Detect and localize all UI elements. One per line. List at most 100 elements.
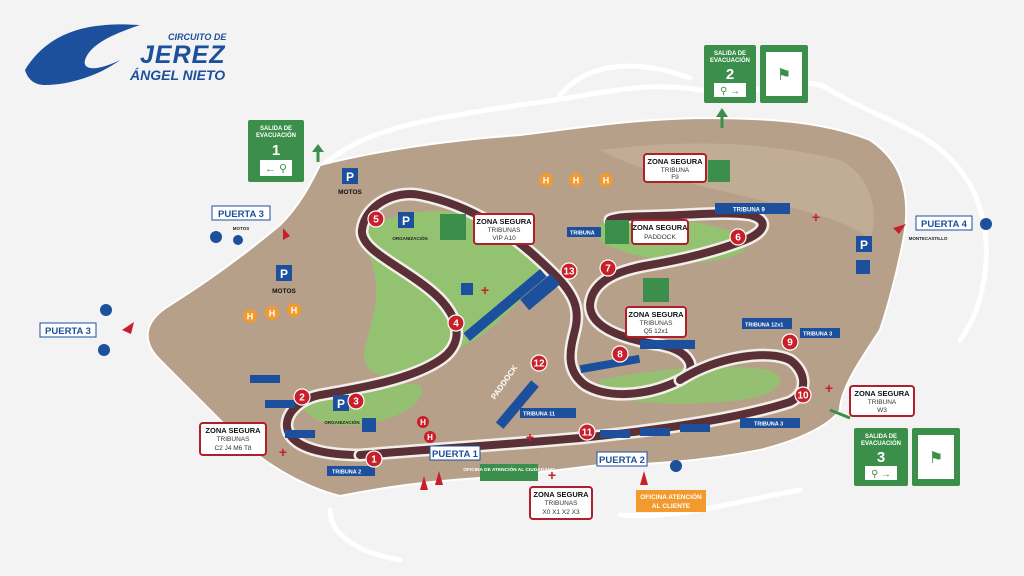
evacuation-exit-3: SALIDA DE EVACUACIÓN 3 ⚲ → ⚑: [854, 428, 960, 486]
corner-marker-8: 8: [611, 345, 629, 363]
svg-text:EVACUACIÓN: EVACUACIÓN: [710, 56, 750, 64]
svg-text:W3: W3: [877, 407, 887, 414]
exit-arrow-icon: ⚲ →: [871, 469, 891, 480]
corner-marker-6: 6: [729, 228, 747, 246]
svg-text:EVACUACIÓN: EVACUACIÓN: [256, 131, 296, 139]
safe-zone-w3: ZONA SEGURA TRIBUNA W3: [849, 385, 915, 417]
gate-3-top[interactable]: PUERTA 3 MOTOS: [210, 205, 271, 245]
svg-text:P: P: [346, 170, 354, 184]
corner-number: 4: [453, 319, 459, 330]
medical-icon: +: [526, 429, 534, 445]
svg-text:H: H: [247, 312, 254, 322]
svg-text:PADDOCK: PADDOCK: [644, 234, 676, 241]
svg-text:PUERTA 1: PUERTA 1: [432, 449, 479, 460]
helipads: H H H H H H H H: [243, 173, 613, 443]
corner-number: 2: [299, 393, 305, 404]
corner-marker-7: 7: [599, 259, 617, 277]
corner-number: 10: [797, 391, 809, 402]
svg-text:TRIBUNAS: TRIBUNAS: [545, 500, 579, 507]
customer-office[interactable]: OFICINA ATENCIÓN AL CLIENTE: [636, 490, 706, 512]
svg-text:3: 3: [877, 449, 885, 466]
helipad-icon: [539, 173, 553, 187]
svg-text:H: H: [291, 306, 298, 316]
corner-number: 11: [582, 428, 593, 439]
parking-icon: [342, 168, 358, 184]
svg-text:TRIBUNA 12x1: TRIBUNA 12x1: [745, 323, 783, 329]
circuit-logo: CIRCUITO DE JEREZ ÁNGEL NIETO: [25, 24, 227, 85]
svg-text:TRIBUNAS: TRIBUNAS: [640, 320, 674, 327]
gate-3-left[interactable]: PUERTA 3: [39, 304, 112, 356]
corner-number: 3: [353, 397, 359, 408]
medical-icon: +: [279, 444, 287, 460]
safe-zone-q5: ZONA SEGURA TRIBUNAS Q5 12x1: [625, 278, 687, 338]
parking-icon: [333, 395, 349, 411]
svg-text:ORGANIZACIÓN: ORGANIZACIÓN: [324, 418, 359, 425]
corner-number: 5: [373, 215, 379, 226]
infield-grass: [360, 211, 546, 377]
exit-arrow-icon: ⚲ →: [720, 86, 740, 97]
exit-3-arrow: [829, 408, 851, 420]
svg-text:H: H: [269, 309, 276, 319]
svg-text:AL CLIENTE: AL CLIENTE: [652, 503, 691, 510]
svg-text:PUERTA 3: PUERTA 3: [218, 209, 264, 220]
svg-text:ZONA SEGURA: ZONA SEGURA: [533, 490, 589, 499]
svg-text:TRIBUNA 11: TRIBUNA 11: [523, 412, 555, 418]
grandstand-paddock: TRIBUNA: [567, 227, 601, 237]
svg-text:F9: F9: [671, 174, 679, 181]
gate-1[interactable]: PUERTA 1: [429, 445, 481, 461]
corner-marker-5: 5: [367, 210, 385, 228]
evacuation-exit-1: SALIDA DE EVACUACIÓN 1 ← ⚲: [248, 120, 304, 182]
bus-icon: [670, 460, 682, 472]
svg-text:ZONA SEGURA: ZONA SEGURA: [628, 310, 684, 319]
accessibility-icon: [362, 418, 376, 432]
safe-zone-f9: ZONA SEGURA TRIBUNA F9: [643, 153, 730, 183]
helipad-icon: [569, 173, 583, 187]
svg-text:ZONA SEGURA: ZONA SEGURA: [632, 223, 688, 232]
corner-marker-9: 9: [781, 333, 799, 351]
svg-text:C2 J4 M6 T8: C2 J4 M6 T8: [214, 445, 251, 452]
svg-text:SALIDA DE: SALIDA DE: [260, 126, 292, 132]
svg-text:TRIBUNA 2: TRIBUNA 2: [332, 470, 361, 476]
svg-text:H: H: [603, 176, 610, 186]
svg-text:H: H: [543, 176, 550, 186]
gate-arrows: [122, 224, 906, 490]
svg-text:SALIDA DE: SALIDA DE: [865, 434, 897, 440]
svg-text:OFICINA DE ATENCIÓN AL CIUDADA: OFICINA DE ATENCIÓN AL CIUDADANO: [463, 465, 555, 473]
svg-text:Q5 12x1: Q5 12x1: [644, 328, 669, 335]
svg-text:VIP A10: VIP A10: [492, 235, 516, 242]
svg-text:MOTOS: MOTOS: [233, 226, 249, 231]
corner-number: 13: [563, 267, 575, 278]
helipad-icon: [599, 173, 613, 187]
parking-icon: [276, 265, 292, 281]
assembly-point-icon: ⚑: [777, 67, 791, 84]
svg-text:PUERTA 4: PUERTA 4: [921, 219, 968, 230]
parking-signs: P MOTOS P ORGANIZACIÓN P MOTOS P ORGANIZ…: [272, 168, 872, 432]
medical-icon: +: [812, 209, 820, 225]
svg-text:TRIBUNA 9: TRIBUNA 9: [733, 208, 765, 214]
exit-arrow-icon: ← ⚲: [265, 163, 287, 175]
svg-text:SALIDA DE: SALIDA DE: [714, 51, 746, 57]
gate-4[interactable]: PUERTA 4 MONTECASTILLO: [909, 215, 992, 241]
citizen-office[interactable]: OFICINA DE ATENCIÓN AL CIUDADANO: [463, 464, 555, 481]
gate-2[interactable]: PUERTA 2: [596, 451, 682, 472]
svg-text:H: H: [573, 176, 580, 186]
svg-text:MOTOS: MOTOS: [338, 189, 362, 196]
corner-number: 12: [533, 359, 545, 370]
corner-marker-4: 4: [447, 314, 465, 332]
svg-text:MONTECASTILLO: MONTECASTILLO: [909, 236, 948, 241]
corner-number: 1: [371, 455, 377, 466]
helipad-icon: [417, 416, 429, 428]
grandstands: TRIBUNA 9 TRIBUNA TRIBUNA 12x1 TRIBUNA 3…: [250, 203, 840, 476]
svg-text:MOTOS: MOTOS: [272, 288, 296, 295]
accessibility-icon: [461, 283, 473, 295]
accessibility-icon: [210, 231, 222, 243]
svg-text:H: H: [420, 418, 426, 427]
circuit-logo-mark: [25, 24, 140, 85]
svg-text:TRIBUNAS: TRIBUNAS: [217, 436, 251, 443]
parking-icon: [398, 212, 414, 228]
svg-text:PUERTA 2: PUERTA 2: [599, 455, 645, 466]
corner-marker-11: 11: [578, 423, 596, 441]
medical-icon: +: [481, 282, 489, 298]
